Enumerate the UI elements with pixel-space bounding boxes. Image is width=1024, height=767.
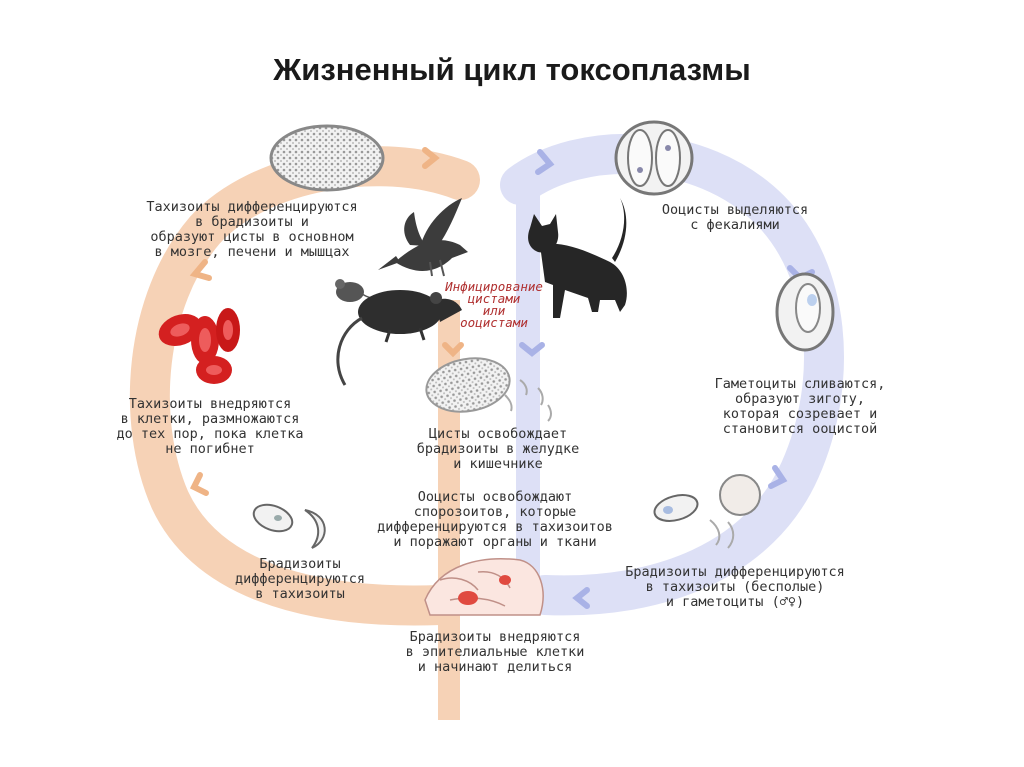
gametocyte-icon: [653, 474, 761, 549]
central-cyst-icon: [425, 357, 552, 422]
label-oocysts-feces: Ооцисты выделяются с фекалиями: [661, 202, 809, 233]
rat-icon: [336, 290, 462, 386]
label-tachyzoites-to-bradyzoites: Тахизоиты дифференцируются в брадизоиты …: [146, 199, 358, 260]
label-oocysts-release: Ооцисты освобождают спорозоитов, которые…: [377, 489, 613, 550]
label-cysts-release: Цисты освобождает брадизоиты в желудке и…: [416, 426, 580, 472]
label-bradyzoites-differentiate: Брадизоиты дифференцируются в тахизоиты: [234, 556, 366, 602]
cyst-icon: [269, 124, 385, 192]
label-gametocytes-fuse: Гаметоциты сливаются, образуют зиготу, к…: [714, 376, 886, 437]
label-bradyzoites-to-gametocytes: Брадизоиты дифференцируются в тахизоиты …: [625, 564, 845, 610]
cat-icon: [528, 198, 627, 318]
epithelial-tissue-icon: [424, 558, 544, 616]
label-bradyzoites-enter-epithelium: Брадизоиты внедряются в эпителиальные кл…: [405, 629, 585, 675]
arrow-chevrons-left: [189, 147, 464, 496]
bird-icon: [378, 198, 468, 277]
bradyzoite-icon: [252, 503, 326, 549]
page-title: Жизненный цикл токсоплазмы: [273, 52, 751, 87]
red-blood-cells-icon: [158, 308, 240, 384]
label-infection: Инфицирование цистами или ооцистами: [445, 279, 543, 330]
oocyst-icon: [614, 120, 694, 196]
label-tachyzoites-invade: Тахизоиты внедряются в клетки, размножаю…: [116, 396, 304, 457]
zygote-icon: [775, 272, 835, 352]
